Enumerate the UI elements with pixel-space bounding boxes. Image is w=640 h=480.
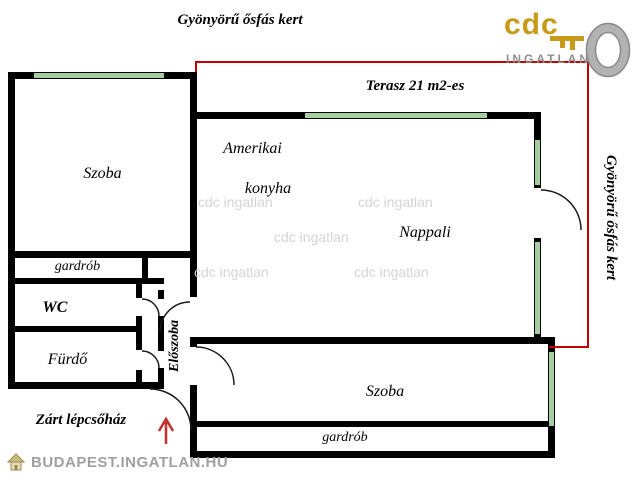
watermark-cdc: cdc ingatlan [198,194,273,210]
cdc-logo-text: cdc [504,8,559,41]
house-icon [6,453,26,471]
wall-wc-right-a [136,284,142,298]
wall-szoba2-left-a [190,337,197,347]
wall-gardrob1-right [142,251,148,278]
watermark-cdc: cdc ingatlan [358,194,433,210]
wall-gardrob1-bottom [8,278,164,284]
wall-furdo-bottom [8,382,164,389]
wc-label: WC [42,299,68,316]
wall-corridor-left-a [158,290,164,299]
key-ring-icon [585,22,631,78]
wall-gardrob2-divider [196,421,548,427]
nappali-label: Nappali [399,224,451,241]
szoba1-label: Szoba [83,165,122,182]
watermark-cdc: cdc ingatlan [354,264,429,280]
wall-wc-right-b [136,316,142,332]
window-szoba1 [34,73,164,78]
garden-label-top: Gyönyörű ősfás kert [177,12,303,28]
door-arc-szoba2 [195,346,235,386]
gardrob1-label: gardrób [54,259,101,274]
wall-corridor-left-c [158,368,164,389]
portal-watermark: BUDAPEST.INGATLAN.HU [6,452,228,472]
ingatlan-logo-text: INGATLAN [506,52,592,66]
wall-corridor-left-b [158,316,164,351]
key-tooth-icon [570,41,575,50]
window-nappali-b [535,242,540,334]
door-arc-nappali [540,189,582,231]
wall-wc-bottom [8,326,142,332]
wall-furdo-right-a [136,332,142,350]
szoba2-label: Szoba [365,383,405,400]
furdo-label: Fürdő [47,351,88,368]
window-terasz [305,113,487,118]
zart-lepcsohaz-label: Zárt lépcsőház [35,412,127,428]
wall-furdo-right-b [136,370,142,389]
key-tooth-icon [560,41,565,48]
wall-gardrob2-bottom [190,451,555,458]
wall-szoba2-top [190,337,555,344]
amerikai-konyha-label-2: konyha [244,180,292,197]
entrance-arrow-icon [157,416,175,444]
wall-szoba2-left-b [190,385,197,458]
garden-label-right: Gyönyörű ősfás kert [603,155,619,281]
window-nappali-a [535,140,540,185]
door-arc-entrance [149,388,192,431]
wall-main-vertical [190,72,197,297]
terasz-label: Terasz 21 m2-es [365,78,465,94]
portal-watermark-text: BUDAPEST.INGATLAN.HU [31,453,229,471]
wall-left-outer [8,72,15,389]
key-shaft-icon [550,36,584,41]
door-arc-wc [141,298,160,317]
watermark-cdc: cdc ingatlan [274,229,349,245]
window-szoba2 [549,352,554,426]
eloszoba-label: Előszoba [167,319,182,373]
gardrob2-label: gardrób [322,430,368,445]
watermark-cdc: cdc ingatlan [194,264,269,280]
amerikai-konyha-label-1: Amerikai [223,140,282,157]
cdc-ingatlan-logo: cdc INGATLAN [494,6,640,84]
door-arc-furdo [141,350,160,369]
wall-szoba1-bottom [8,251,197,258]
